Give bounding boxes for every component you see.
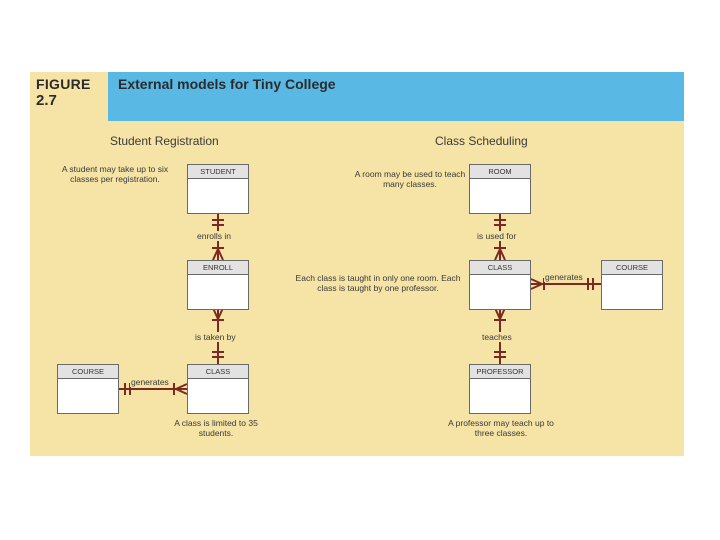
rel-enrolls-in: enrolls in <box>196 231 233 241</box>
figure-title: External models for Tiny College <box>118 76 336 92</box>
relationship-lines <box>119 214 601 395</box>
note-room-many: A room may be used to teach many classes… <box>354 169 466 189</box>
figure-header: FIGURE 2.7 External models for Tiny Coll… <box>30 72 684 121</box>
section-student-registration: Student Registration <box>110 134 219 148</box>
entity-room-name: ROOM <box>470 165 530 179</box>
figure-number: 2.7 <box>36 92 57 109</box>
entity-enroll-name: ENROLL <box>188 261 248 275</box>
entity-enroll: ENROLL <box>187 260 249 310</box>
crowfoot-class-right-side <box>530 278 545 290</box>
entity-room: ROOM <box>469 164 531 214</box>
entity-professor-name: PROFESSOR <box>470 365 530 379</box>
entity-student-name: STUDENT <box>188 165 248 179</box>
crowfoot-class-left <box>173 383 188 395</box>
entity-class-left-name: CLASS <box>188 365 248 379</box>
entity-course-left: COURSE <box>57 364 119 414</box>
rel-generates-right: generates <box>544 272 584 282</box>
entity-class-right-name: CLASS <box>470 261 530 275</box>
note-class-limit: A class is limited to 35 students. <box>174 418 258 438</box>
figure-panel: FIGURE 2.7 External models for Tiny Coll… <box>30 72 684 456</box>
entity-class-left: CLASS <box>187 364 249 414</box>
figure-label-box: FIGURE 2.7 <box>30 72 108 121</box>
figure-title-bar: External models for Tiny College <box>108 72 684 121</box>
entity-course-left-name: COURSE <box>58 365 118 379</box>
entity-course-right-name: COURSE <box>602 261 662 275</box>
entity-professor: PROFESSOR <box>469 364 531 414</box>
figure-label: FIGURE <box>36 76 91 92</box>
rel-is-used-for: is used for <box>476 231 518 241</box>
rel-generates-left: generates <box>130 377 170 387</box>
entity-student: STUDENT <box>187 164 249 214</box>
rel-teaches: teaches <box>481 332 513 342</box>
entity-course-right: COURSE <box>601 260 663 310</box>
rel-is-taken-by: is taken by <box>194 332 237 342</box>
note-professor-three: A professor may teach up to three classe… <box>448 418 554 438</box>
note-student-six: A student may take up to six classes per… <box>61 164 169 184</box>
entity-class-right: CLASS <box>469 260 531 310</box>
note-class-one: Each class is taught in only one room. E… <box>295 273 461 293</box>
section-class-scheduling: Class Scheduling <box>435 134 528 148</box>
